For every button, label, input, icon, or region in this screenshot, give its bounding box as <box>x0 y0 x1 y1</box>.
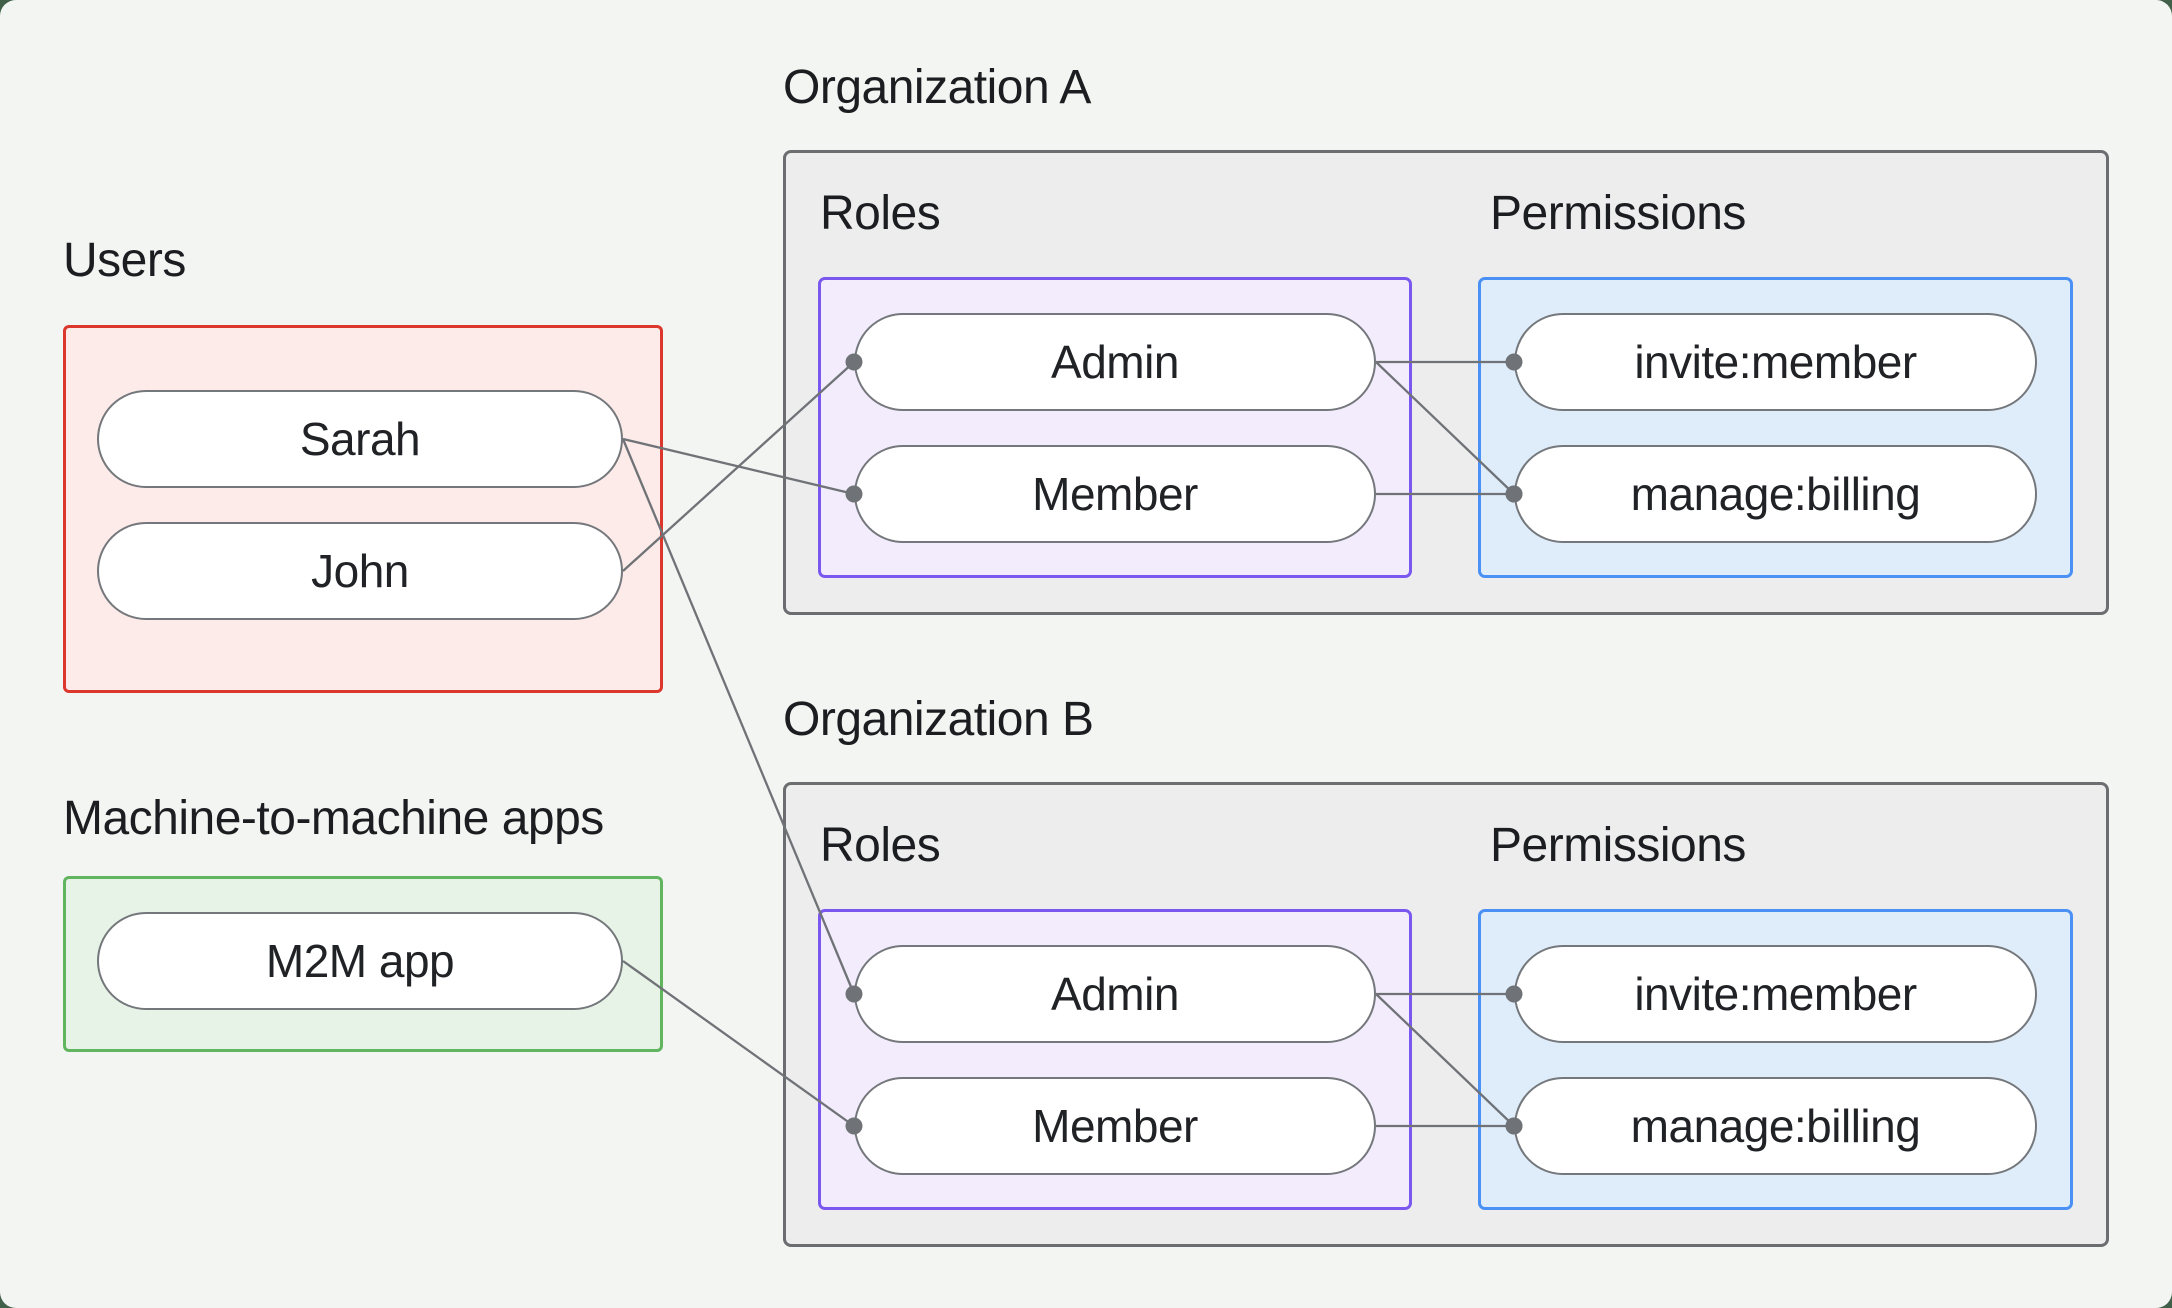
m2m-section-label: Machine-to-machine apps <box>63 792 604 845</box>
organization-a-title: Organization A <box>783 61 1091 114</box>
users-section-label: Users <box>63 234 186 287</box>
m2m-app-pill: M2M app <box>97 912 623 1010</box>
organization-b-roles-label: Roles <box>820 819 941 872</box>
organization-b-permissions-label: Permissions <box>1490 819 1746 872</box>
organization-a-permission-manage-billing-pill: manage:billing <box>1514 445 2037 543</box>
user-pill-sarah: Sarah <box>97 390 623 488</box>
organization-a-role-admin-pill: Admin <box>854 313 1376 411</box>
organization-a-roles-label: Roles <box>820 187 941 240</box>
user-pill-john: John <box>97 522 623 620</box>
organization-b-permission-manage-billing-pill: manage:billing <box>1514 1077 2037 1175</box>
users-box <box>63 325 663 693</box>
organization-a-permissions-label: Permissions <box>1490 187 1746 240</box>
organization-b-title: Organization B <box>783 693 1094 746</box>
organization-b-role-admin-pill: Admin <box>854 945 1376 1043</box>
organization-a-permission-invite-member-pill: invite:member <box>1514 313 2037 411</box>
organization-b-role-member-pill: Member <box>854 1077 1376 1175</box>
organization-b-permission-invite-member-pill: invite:member <box>1514 945 2037 1043</box>
